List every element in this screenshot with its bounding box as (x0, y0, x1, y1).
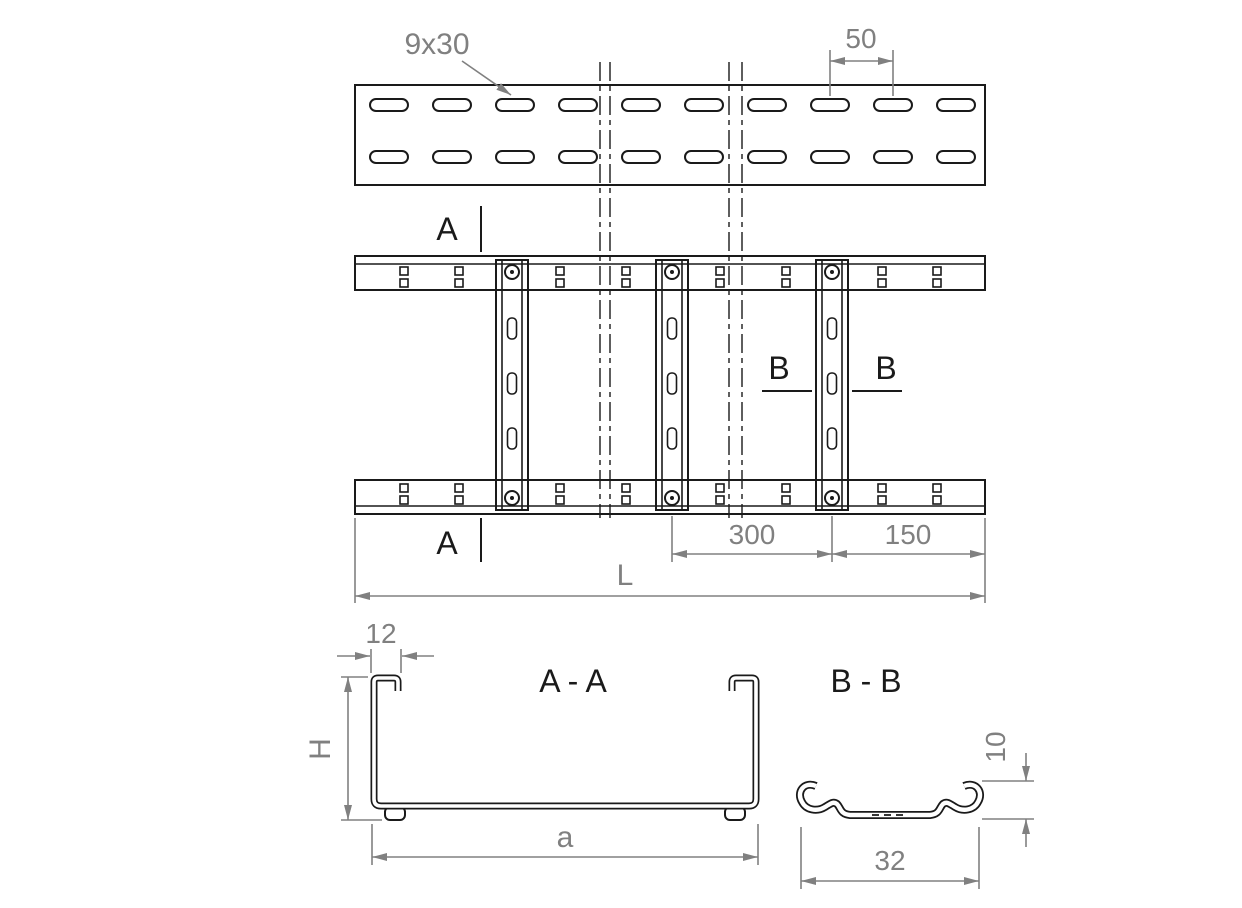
rung-2 (655, 259, 689, 511)
slot-pitch-label: 50 (845, 23, 876, 54)
section-aa: A - A 12 H a (304, 618, 760, 865)
square-hole (399, 278, 409, 288)
slot-size-leader (461, 60, 512, 96)
section-b-label-right: B (875, 350, 896, 386)
top-view: 9x30 50 (354, 23, 986, 186)
square-hole (621, 278, 631, 288)
top-rail (354, 255, 986, 291)
rail-flat-outline (354, 84, 986, 186)
length-label: L (617, 559, 634, 592)
square-hole (621, 495, 631, 505)
lip-width-label: 12 (365, 618, 396, 649)
square-hole (781, 483, 791, 493)
square-hole (715, 266, 725, 276)
square-hole (621, 483, 631, 493)
square-hole (715, 278, 725, 288)
rung-3 (815, 259, 849, 511)
square-hole (555, 495, 565, 505)
section-bb-title: B - B (830, 663, 901, 699)
square-hole (781, 495, 791, 505)
square-hole (454, 495, 464, 505)
bottom-rail (354, 479, 986, 515)
section-a-label-bottom: A (436, 525, 458, 561)
end-offset-label: 150 (885, 519, 932, 550)
square-hole (454, 278, 464, 288)
inner-width-label: a (557, 821, 574, 854)
section-aa-title: A - A (539, 663, 607, 699)
square-hole (877, 278, 887, 288)
rung-width-label: 32 (874, 845, 905, 876)
section-bb: B - B 10 32 (795, 663, 1034, 889)
square-hole (454, 483, 464, 493)
height-label: H (304, 738, 337, 760)
square-hole (399, 266, 409, 276)
square-hole (932, 483, 942, 493)
square-hole (932, 278, 942, 288)
rungs (495, 259, 849, 511)
square-hole (454, 266, 464, 276)
square-hole (932, 266, 942, 276)
plan-view: A A B B 300 150 L (354, 206, 986, 603)
square-hole (621, 266, 631, 276)
square-hole (715, 495, 725, 505)
rung-height-label: 10 (980, 731, 1011, 762)
square-hole (715, 483, 725, 493)
rung-1 (495, 259, 529, 511)
square-hole (399, 495, 409, 505)
square-hole (399, 483, 409, 493)
square-hole (877, 495, 887, 505)
rung-spacing-label: 300 (729, 519, 776, 550)
square-hole (932, 495, 942, 505)
square-hole (781, 266, 791, 276)
section-a-label-top: A (436, 211, 458, 247)
square-hole (555, 266, 565, 276)
square-hole (781, 278, 791, 288)
square-hole (877, 266, 887, 276)
section-b-label-left: B (768, 350, 789, 386)
slot-size-label: 9x30 (404, 28, 469, 61)
square-hole (555, 483, 565, 493)
rung-profile-outer (795, 780, 985, 819)
rail-holes (399, 266, 942, 505)
square-hole (555, 278, 565, 288)
channel-profile-inner (372, 676, 758, 808)
square-hole (877, 483, 887, 493)
